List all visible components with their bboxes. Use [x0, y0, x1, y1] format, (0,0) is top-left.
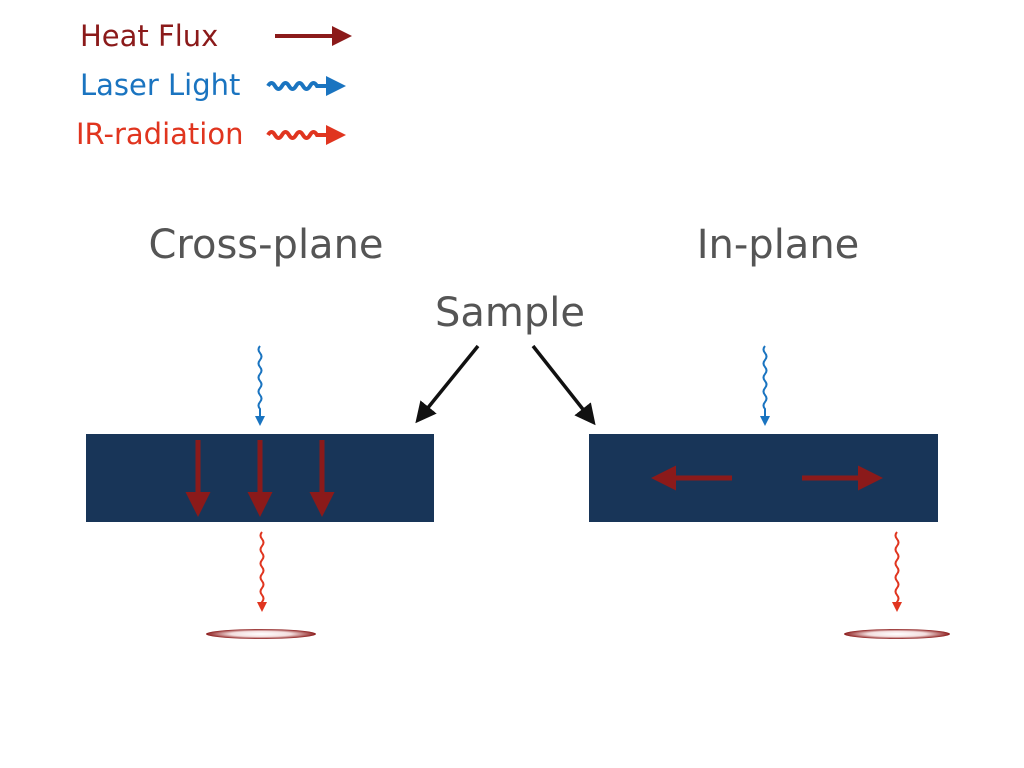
laser-light-legend-wave [266, 76, 346, 96]
cross-plane-title: Cross-plane [148, 222, 383, 268]
cross-plane-ir-wave [257, 531, 267, 612]
legend-ir-radiation-label: IR-radiation [76, 117, 243, 151]
in-plane-panel [589, 345, 950, 639]
cross-plane-laser-wave [255, 345, 265, 426]
in-plane-detector-spot [844, 629, 950, 639]
sample-pointer-right-arrow [531, 344, 596, 426]
legend: Heat Flux Laser Light IR-radiation [76, 19, 352, 151]
in-plane-title: In-plane [697, 222, 860, 268]
legend-laser-light-label: Laser Light [80, 68, 240, 102]
cross-plane-detector-spot [206, 629, 316, 639]
in-plane-ir-wave [892, 531, 902, 612]
ir-radiation-legend-wave [266, 125, 346, 145]
in-plane-sample [589, 434, 938, 522]
sample-pointer-left-arrow [415, 344, 480, 424]
legend-heat-flux-label: Heat Flux [80, 19, 218, 53]
sample-label: Sample [435, 290, 585, 336]
in-plane-laser-wave [760, 345, 770, 426]
cross-plane-panel [86, 345, 434, 639]
